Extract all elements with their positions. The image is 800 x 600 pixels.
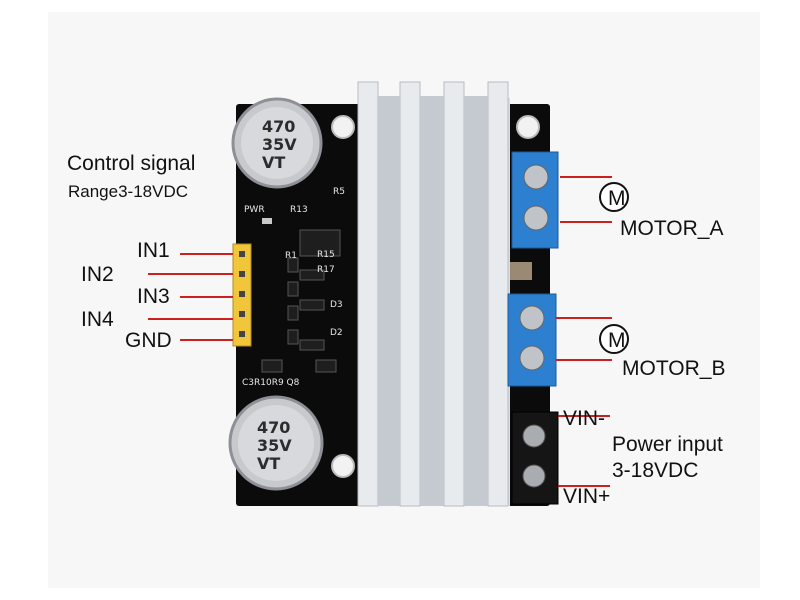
heatsink: [357, 81, 510, 507]
motor-b-symbol: [599, 324, 629, 354]
leader-lines-left: [148, 253, 233, 341]
power-range-label: 3-18VDC: [612, 459, 699, 482]
cap-bottom-line1: 470: [257, 418, 290, 437]
cap-bottom-line3: VT: [257, 454, 280, 473]
vin-minus-label: VIN-: [563, 407, 605, 430]
motor-a-label: MOTOR_A: [620, 217, 724, 240]
cap-top-line3: VT: [262, 153, 285, 172]
silkscreen-r5: R5: [333, 187, 345, 197]
vin-plus-label: VIN+: [563, 485, 611, 508]
range-label: Range3-18VDC: [68, 182, 189, 201]
motor-b-symbol-letter: M: [608, 329, 626, 352]
terminal-motor-b: [507, 293, 557, 387]
in1-label: IN1: [137, 239, 170, 262]
smd-pads: [510, 262, 532, 280]
smd-components: [261, 229, 341, 373]
control-signal-label: Control signal: [67, 152, 196, 175]
leader-lines-right: [556, 176, 612, 487]
power-input-label: Power input: [612, 433, 723, 456]
silkscreen-bottom-row: C3R10R9 Q8: [242, 378, 300, 388]
silkscreen-r13: R13: [290, 205, 308, 215]
cap-top-line2: 35V: [262, 135, 297, 154]
silkscreen-r1: R1: [285, 251, 297, 261]
silkscreen-pwr: PWR: [244, 205, 265, 215]
mounting-hole: [331, 454, 355, 478]
pin-header: [232, 243, 252, 347]
silkscreen-d2: D2: [330, 328, 343, 338]
cap-bottom-line2: 35V: [257, 436, 292, 455]
mounting-hole: [331, 115, 355, 139]
smd-pads: [262, 218, 272, 224]
capacitor-top: [231, 97, 323, 189]
silkscreen-r17: R17: [317, 265, 335, 275]
silkscreen-r15: R15: [317, 250, 335, 260]
silkscreen-d3: D3: [330, 300, 343, 310]
in2-label: IN2: [81, 263, 114, 286]
cap-top-line1: 470: [262, 117, 295, 136]
capacitor-bottom: [228, 395, 324, 491]
mounting-hole: [516, 115, 540, 139]
in3-label: IN3: [137, 285, 170, 308]
motor-b-label: MOTOR_B: [622, 357, 726, 380]
gnd-label: GND: [125, 329, 172, 352]
motor-a-symbol: [599, 182, 629, 212]
terminal-power: [511, 411, 559, 505]
terminal-motor-a: [511, 151, 559, 249]
in4-label: IN4: [81, 308, 114, 331]
motor-a-symbol-letter: M: [608, 187, 626, 210]
